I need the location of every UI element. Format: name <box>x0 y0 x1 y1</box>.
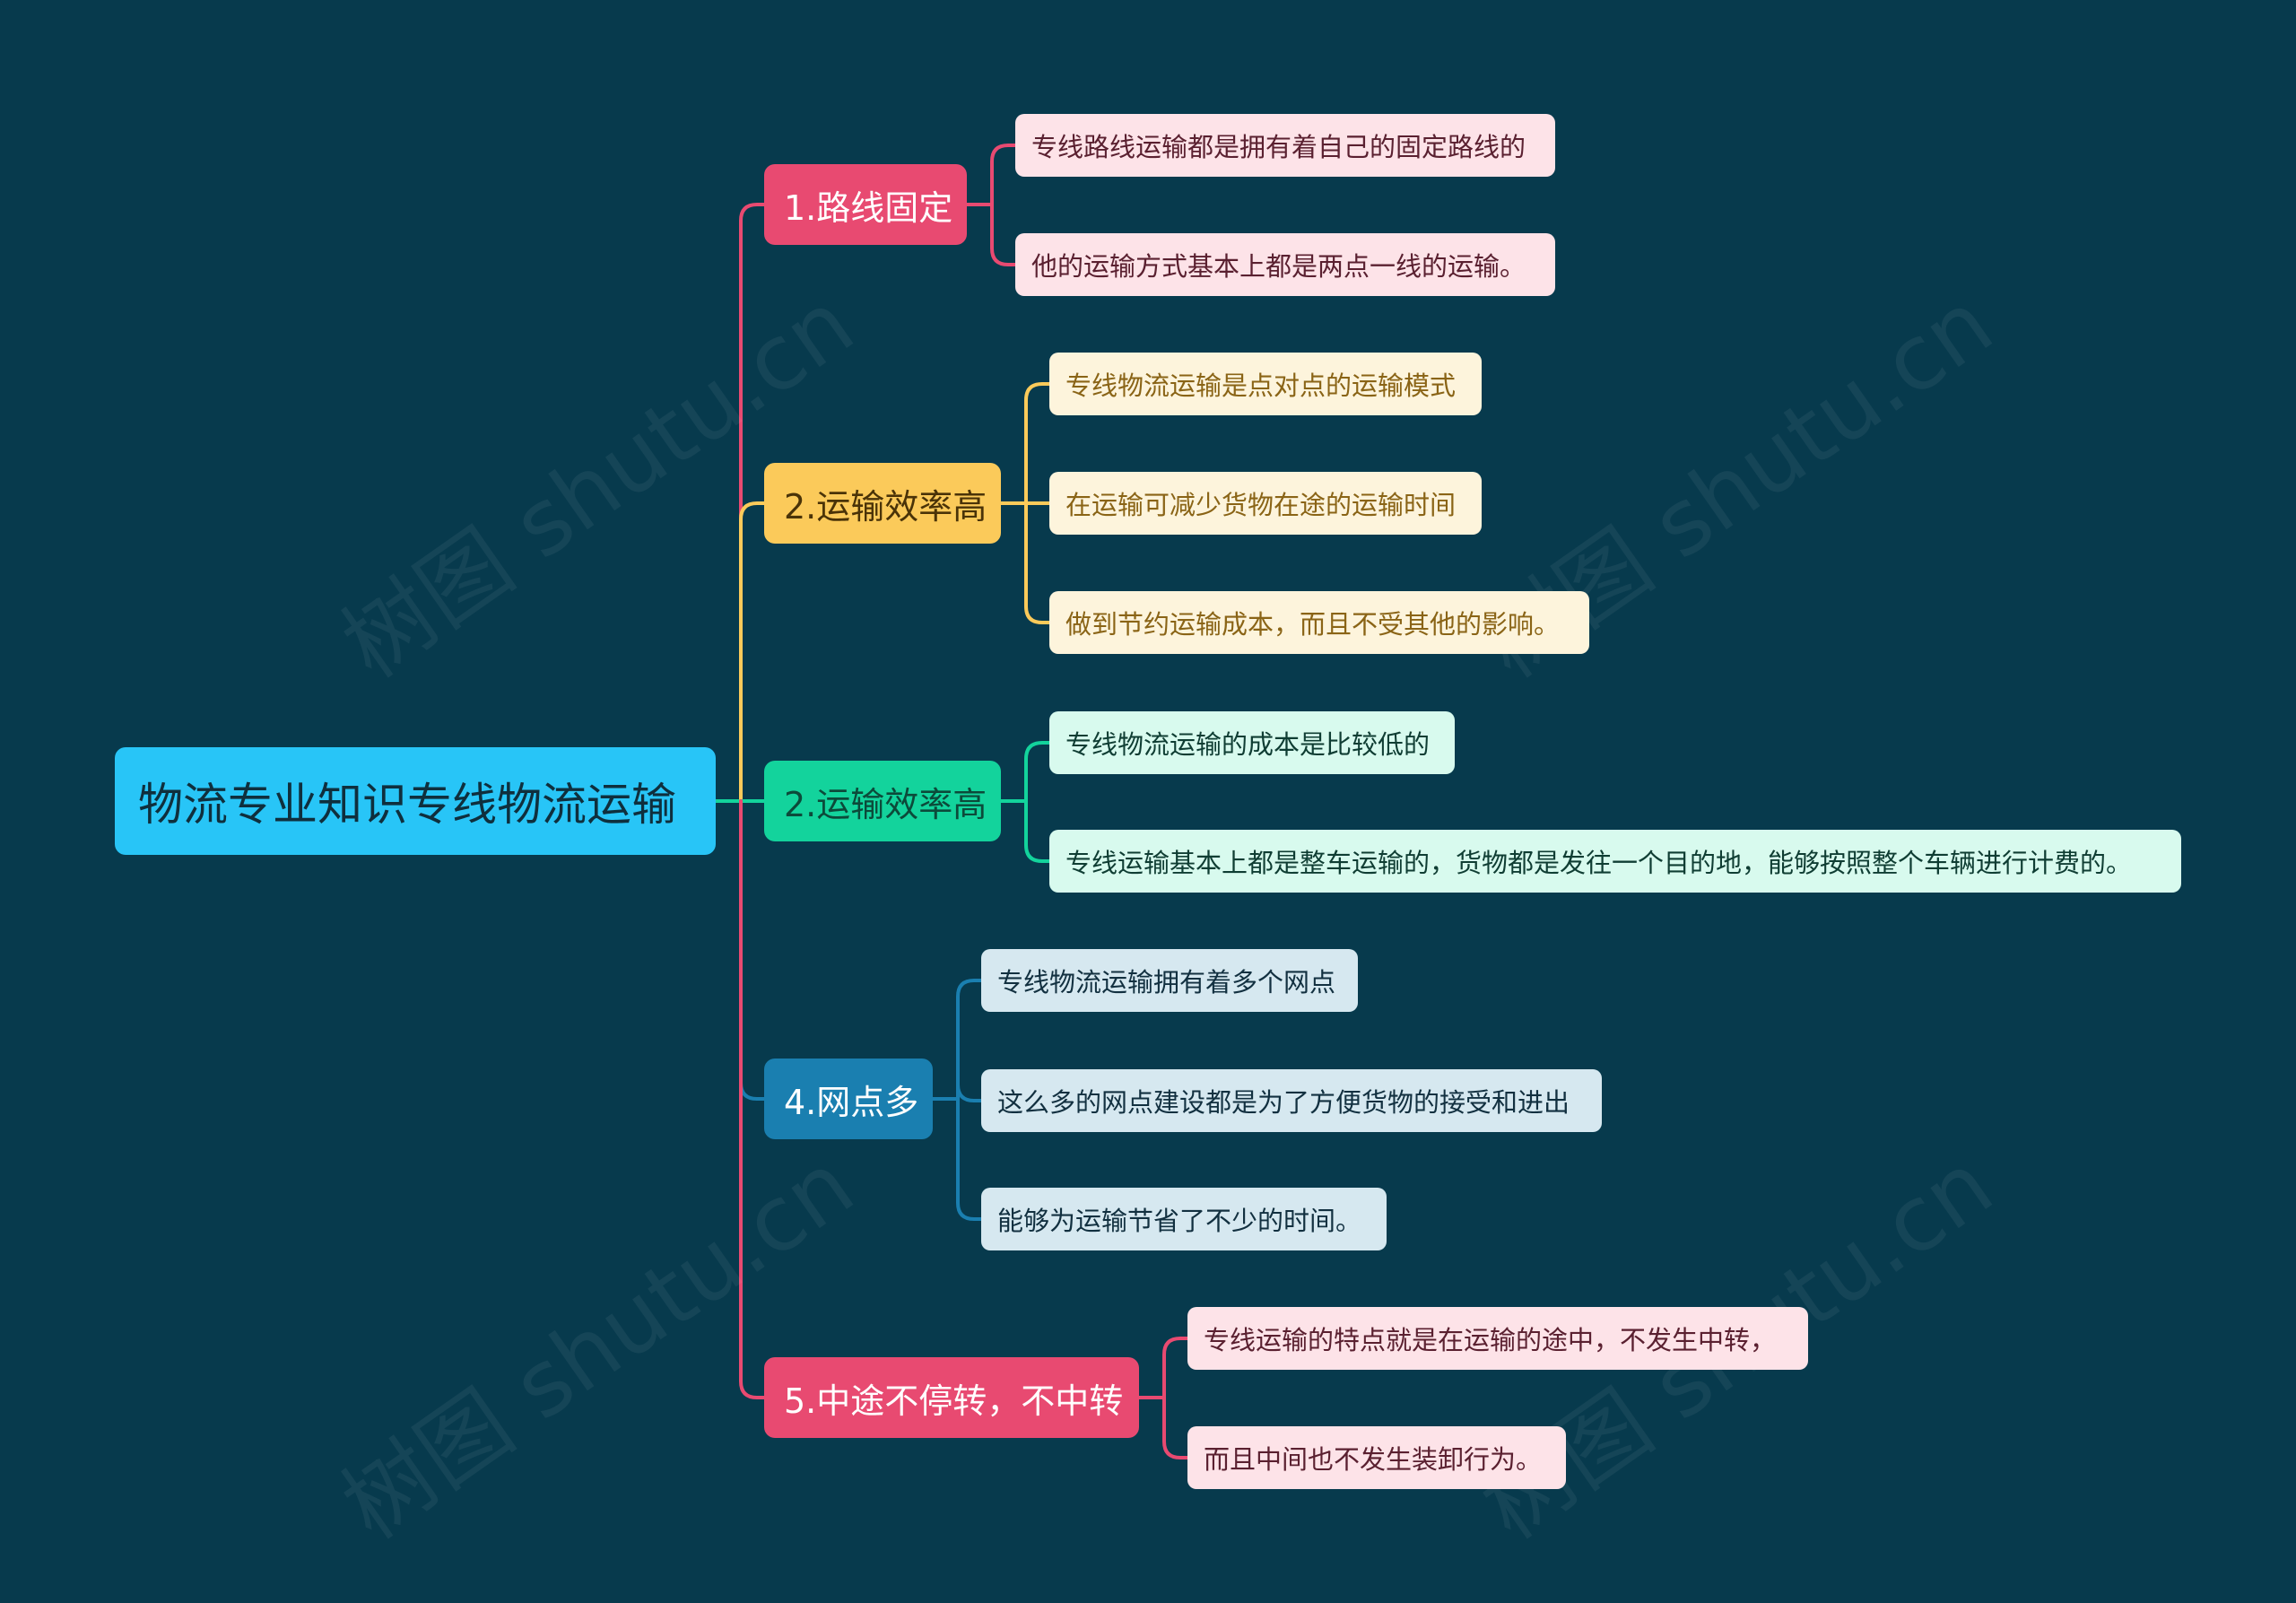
leaf-topic[interactable]: 做到节约运输成本，而且不受其他的影响。 <box>1049 591 1589 654</box>
leaf-connector <box>956 1097 983 1221</box>
leaf-topic[interactable]: 专线物流运输是点对点的运输模式 <box>1049 353 1482 415</box>
branch-connector <box>739 501 766 803</box>
branch-connector <box>739 799 766 1101</box>
leaf-connector <box>956 1084 983 1102</box>
leaf-topic[interactable]: 专线路线运输都是拥有着自己的固定路线的 <box>1015 114 1555 177</box>
leaf-connector <box>1024 382 1051 505</box>
branch-topic[interactable]: 2.运输效率高 <box>764 463 1001 544</box>
leaf-connector <box>1024 501 1051 624</box>
leaf-topic[interactable]: 这么多的网点建设都是为了方便货物的接受和进出 <box>981 1069 1602 1132</box>
root-topic[interactable]: 物流专业知识专线物流运输 <box>115 747 716 855</box>
leaf-connector <box>1024 799 1051 863</box>
branch-topic[interactable]: 4.网点多 <box>764 1059 933 1139</box>
branch-topic[interactable]: 2.运输效率高 <box>764 761 1001 841</box>
leaf-topic[interactable]: 专线物流运输的成本是比较低的 <box>1049 711 1455 774</box>
leaf-connector <box>990 144 1017 206</box>
leaf-connector <box>1162 1337 1189 1399</box>
leaf-connector <box>990 203 1017 266</box>
leaf-topic[interactable]: 在运输可减少货物在途的运输时间 <box>1049 472 1482 535</box>
branch-topic[interactable]: 5.中途不停转，不中转 <box>764 1357 1139 1438</box>
leaf-connector <box>1024 741 1051 803</box>
leaf-topic[interactable]: 专线物流运输拥有着多个网点 <box>981 949 1358 1012</box>
leaf-topic[interactable]: 能够为运输节省了不少的时间。 <box>981 1188 1387 1250</box>
leaf-connector <box>956 979 983 1101</box>
leaf-topic[interactable]: 而且中间也不发生装卸行为。 <box>1187 1426 1566 1489</box>
branch-topic[interactable]: 1.路线固定 <box>764 164 967 245</box>
leaf-topic[interactable]: 专线运输基本上都是整车运输的，货物都是发往一个目的地，能够按照整个车辆进行计费的… <box>1049 830 2181 893</box>
branch-connector <box>739 799 766 1399</box>
leaf-topic[interactable]: 他的运输方式基本上都是两点一线的运输。 <box>1015 233 1555 296</box>
leaf-topic[interactable]: 专线运输的特点就是在运输的途中，不发生中转， <box>1187 1307 1808 1370</box>
branch-connector <box>739 203 766 803</box>
leaf-connector <box>1162 1396 1189 1459</box>
